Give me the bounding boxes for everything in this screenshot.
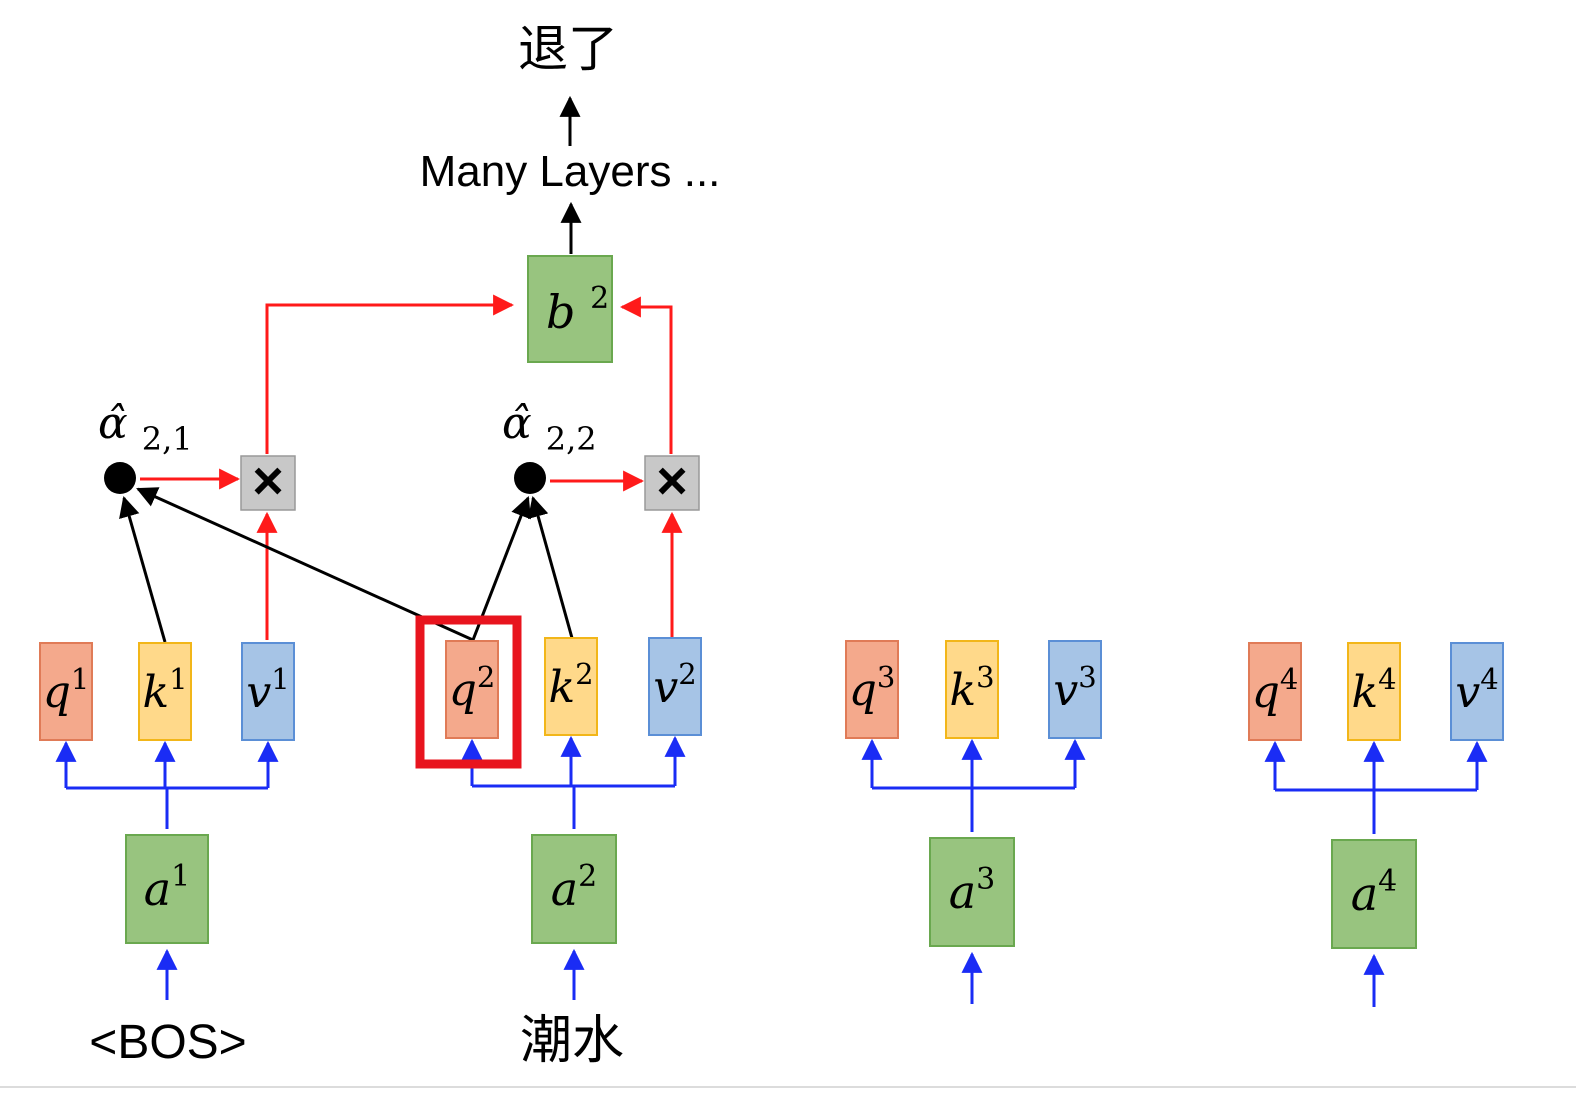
input-a2-label-base: a [551, 862, 578, 916]
input-a2-box [531, 834, 617, 944]
input-token-2: 潮水 [520, 1011, 624, 1071]
k1-label-base: k [142, 667, 169, 718]
q4-box [1248, 642, 1302, 741]
v2-label-base: v [653, 662, 678, 713]
q2-label-base: q [449, 665, 477, 716]
q2-to-alpha21-arrow [136, 487, 474, 642]
input-a3-label: a3 [949, 862, 996, 919]
input-a2-label-sup: 2 [578, 859, 597, 894]
k4-label: k4 [1351, 662, 1396, 718]
highlight-q2-frame [415, 615, 522, 769]
v2-box [648, 637, 702, 736]
q1-label-base: q [43, 667, 71, 718]
input-a3-box [929, 837, 1015, 947]
k2-to-alpha22-arrow [527, 495, 574, 639]
input-a2-label: a2 [551, 859, 598, 916]
v3-label-sup: 3 [1078, 660, 1096, 694]
k4-box [1347, 642, 1401, 741]
multiply-symbol-1: × [252, 451, 284, 511]
q1-box [39, 642, 93, 741]
q2-box [445, 640, 499, 739]
k4-label-base: k [1351, 667, 1378, 718]
input-a3-label-sup: 3 [976, 862, 995, 897]
k4-label-sup: 4 [1378, 662, 1396, 696]
b2-sup: 2 [590, 281, 609, 316]
alpha-2-2-label: α̂ 2,2 [502, 398, 597, 458]
q1-label-sup: 1 [71, 662, 89, 696]
q4-label-sup: 4 [1280, 662, 1298, 696]
v4-label: v4 [1455, 662, 1498, 718]
input-token-1: <BOS> [89, 1016, 246, 1069]
v1-label-base: v [246, 667, 271, 718]
input-a1-label: a1 [144, 859, 191, 916]
v1-label: v1 [246, 662, 289, 718]
v4-box [1450, 642, 1504, 741]
input-a4-label: a4 [1351, 864, 1398, 921]
k3-box [945, 640, 999, 739]
attention-score-dot-2-1 [104, 462, 136, 494]
v1-label-sup: 1 [271, 662, 289, 696]
q3-label-base: q [849, 665, 877, 716]
q3-label: q3 [849, 660, 896, 716]
multiply-box-1: × [240, 451, 296, 511]
output-vector-b2: b 2 [527, 255, 613, 363]
input-a1-box [125, 834, 209, 944]
input-a1-label-sup: 1 [171, 859, 190, 894]
q4-label-base: q [1252, 667, 1280, 718]
v3-box [1048, 640, 1102, 739]
q1-label: q1 [43, 662, 90, 718]
k2-box [544, 637, 598, 736]
k2-label-base: k [548, 662, 575, 713]
attention-score-dot-2-2 [514, 462, 546, 494]
input-a4-label-base: a [1351, 867, 1378, 921]
multiply-box-2: × [644, 451, 700, 511]
q2-label-sup: 2 [477, 660, 495, 694]
q3-box [845, 640, 899, 739]
v4-label-sup: 4 [1480, 662, 1498, 696]
q3-label-sup: 3 [877, 660, 895, 694]
v2-label-sup: 2 [678, 657, 696, 691]
svg-text:b 2: b 2 [546, 281, 609, 339]
v3-label-base: v [1053, 665, 1078, 716]
input-a4-label-sup: 4 [1378, 864, 1397, 899]
v3-label: v3 [1053, 660, 1096, 716]
output-token: 退了 [518, 20, 618, 78]
k3-label-sup: 3 [976, 660, 994, 694]
v4-label-base: v [1455, 667, 1480, 718]
k3-label-base: k [949, 665, 976, 716]
k1-box [138, 642, 192, 741]
bottom-divider [0, 1086, 1576, 1088]
input-a1-label-base: a [144, 862, 171, 916]
k2-label-sup: 2 [575, 657, 593, 691]
k3-label: k3 [949, 660, 994, 716]
input-a3-label-base: a [949, 865, 976, 919]
many-layers-label: Many Layers ... [420, 147, 721, 196]
k1-label: k1 [142, 662, 187, 718]
v1-box [241, 642, 295, 741]
q4-label: q4 [1252, 662, 1299, 718]
input-a4-box [1331, 839, 1417, 949]
alpha-2-1-label: α̂ 2,1 [98, 398, 193, 458]
k1-to-alpha21-arrow [119, 495, 167, 643]
k2-label: k2 [548, 657, 593, 713]
multiply-symbol-2: × [656, 451, 688, 511]
weighted-v2-to-b2-arrow [619, 296, 673, 454]
q2-label: q2 [449, 660, 496, 716]
v2-label: v2 [653, 657, 696, 713]
k1-label-sup: 1 [169, 662, 187, 696]
b2-base: b [546, 285, 575, 339]
weighted-v1-to-b2-arrow [265, 294, 515, 454]
